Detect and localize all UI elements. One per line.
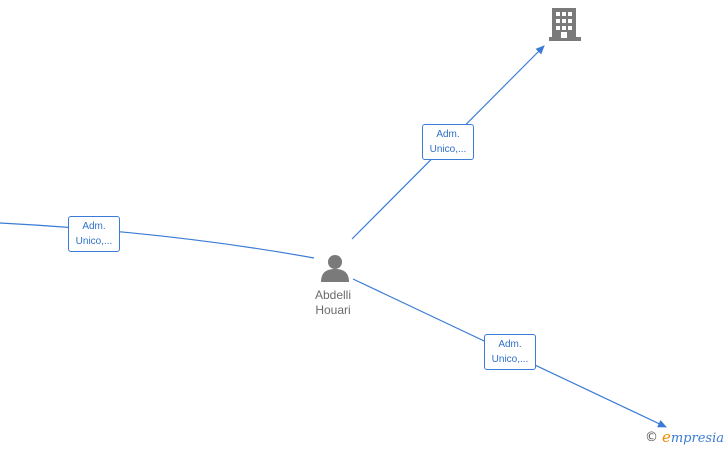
brand-rest: mpresia: [670, 431, 724, 446]
edge-label-top-line2: Unico,...: [429, 144, 467, 155]
edge-label-bottom[interactable]: Adm. Unico,...: [484, 334, 536, 370]
person-icon[interactable]: [320, 253, 350, 288]
person-name[interactable]: Abdelli Houari: [293, 288, 373, 318]
edge-label-left-line1: Adm.: [82, 221, 106, 232]
copyright-symbol: ©: [644, 429, 658, 445]
person-name-line2: Houari: [315, 303, 351, 317]
empresia-watermark[interactable]: © empresia: [645, 428, 724, 446]
edge-label-bottom-line1: Adm.: [498, 339, 522, 350]
edge-label-top[interactable]: Adm. Unico,...: [422, 124, 474, 160]
edge-line-left: [0, 222, 315, 259]
person-name-line1: Abdelli: [314, 288, 352, 302]
brand-initial: e: [661, 428, 671, 446]
edge-label-top-line1: Adm.: [436, 129, 460, 140]
edge-label-left[interactable]: Adm. Unico,...: [68, 216, 120, 252]
edge-label-left-line2: Unico,...: [75, 236, 113, 247]
brand-name: empresia: [662, 428, 724, 446]
building-icon[interactable]: [549, 7, 581, 46]
edge-label-bottom-line2: Unico,...: [491, 354, 529, 365]
